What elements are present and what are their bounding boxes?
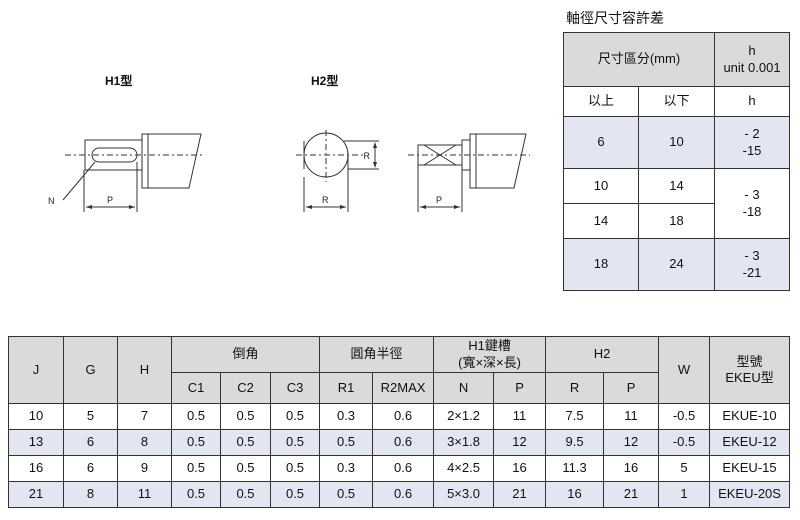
h1-n-label: N [48,196,55,206]
table-row: 16 6 9 0.5 0.5 0.5 0.3 0.6 4×2.5 16 11.3… [8,455,791,482]
table-row: 6 10 - 2-15 [563,116,791,169]
header-c2: C2 [220,372,271,404]
tolerance-h-value: - 3-18 [714,168,791,239]
header-c1: C1 [171,372,221,404]
h2-type-title: H2型 [311,74,339,88]
h1-n-leader [62,161,96,201]
header-j: J [8,336,64,404]
h2-side-view [408,133,530,212]
tolerance-h-value: - 2-15 [714,116,791,169]
table-row: 10 14 - 3-18 [563,168,791,239]
tolerance-sub-h: h [714,86,791,117]
table-row: 18 24 - 3-21 [563,238,791,291]
table-row: 21 8 11 0.5 0.5 0.5 0.5 0.6 5×3.0 21 16 … [8,481,791,508]
header-g: G [63,336,118,404]
h1-shaft-drawing [62,133,205,212]
header-chamfer: 倒角 [170,336,321,373]
header-keyway: H1鍵槽(寬×深×長) [433,336,547,373]
header-c3: C3 [269,372,321,404]
header-h: H [117,336,172,404]
header-radius: 圓角半徑 [319,336,435,373]
tolerance-h-value: - 3-21 [714,238,791,291]
header-w: W [658,336,711,404]
tolerance-header-h: h unit 0.001 [714,32,791,87]
header-r1: R1 [319,372,374,404]
tolerance-title: 軸徑尺寸容許差 [566,10,664,26]
h2-r-label-horizontal: R [322,195,329,205]
h2-p-label: P [436,195,442,205]
tolerance-header-range: 尺寸區分(mm) [562,32,716,87]
tolerance-sub-above: 以上 [563,86,639,117]
h1-p-label: P [107,195,113,205]
header-h2: H2 [545,336,660,373]
h2-collar [469,133,527,189]
header-h2-p: P [603,372,660,404]
table-row: 10 5 7 0.5 0.5 0.5 0.3 0.6 2×1.2 11 7.5 … [8,403,791,430]
header-h2-r: R [545,372,605,404]
header-p: P [493,372,547,404]
h1-type-title: H1型 [105,74,133,88]
tolerance-sub-below: 以下 [637,86,716,117]
header-r2max: R2MAX [372,372,435,404]
table-row: 13 6 8 0.5 0.5 0.5 0.5 0.6 3×1.8 12 9.5 … [8,429,791,456]
h2-end-view [296,130,379,212]
tolerance-table: 尺寸區分(mm) h unit 0.001 以上 以下 h 6 10 - 2-1… [562,32,791,291]
h2-r-label-vertical: R [364,151,371,161]
h1-collar [141,133,202,189]
shaft-drawings: N P R R P [48,130,530,212]
header-n: N [433,372,495,404]
